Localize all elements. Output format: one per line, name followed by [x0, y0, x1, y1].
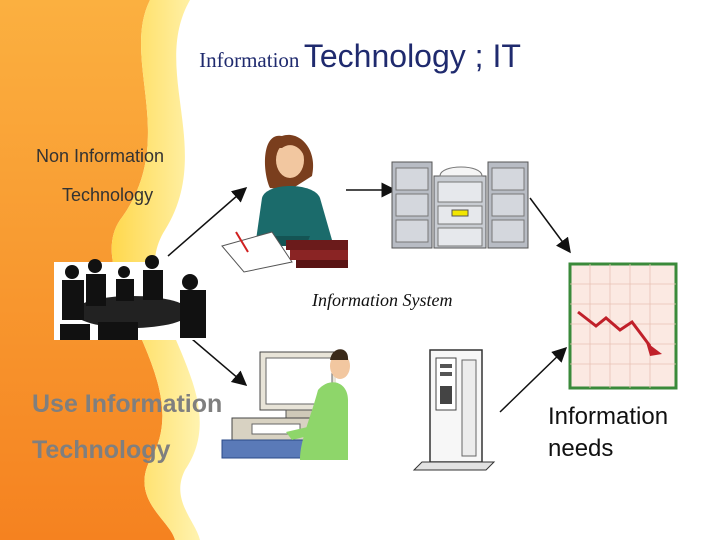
- meeting-group-icon: [54, 255, 210, 340]
- information-system-label: Information System: [312, 290, 453, 310]
- declining-chart-icon: [568, 262, 678, 390]
- woman-writing-icon: [221, 134, 348, 273]
- slide-title: Information Technology ; IT: [0, 38, 720, 75]
- arrow-meeting-to-woman: [167, 187, 248, 257]
- arrow-server-to-chart: [499, 346, 568, 413]
- information-needs-label-line-2: needs: [548, 435, 614, 462]
- use-it-label-line-1: Use Information: [32, 390, 223, 418]
- computer-user-icon: [221, 344, 350, 460]
- server-tower-icon: [412, 349, 496, 471]
- use-it-label-line-2: Technology: [32, 436, 171, 464]
- filing-cabinet-icon: [391, 161, 529, 249]
- non-it-label-line-2: Technology: [62, 185, 154, 205]
- title-part-1: Information: [199, 48, 300, 72]
- information-needs-label-line-1: Information: [548, 403, 669, 430]
- arrow-cabinet-to-chart: [529, 197, 571, 254]
- title-part-2: Technology ; IT: [303, 38, 521, 74]
- non-it-label-line-1: Non Information: [36, 146, 165, 166]
